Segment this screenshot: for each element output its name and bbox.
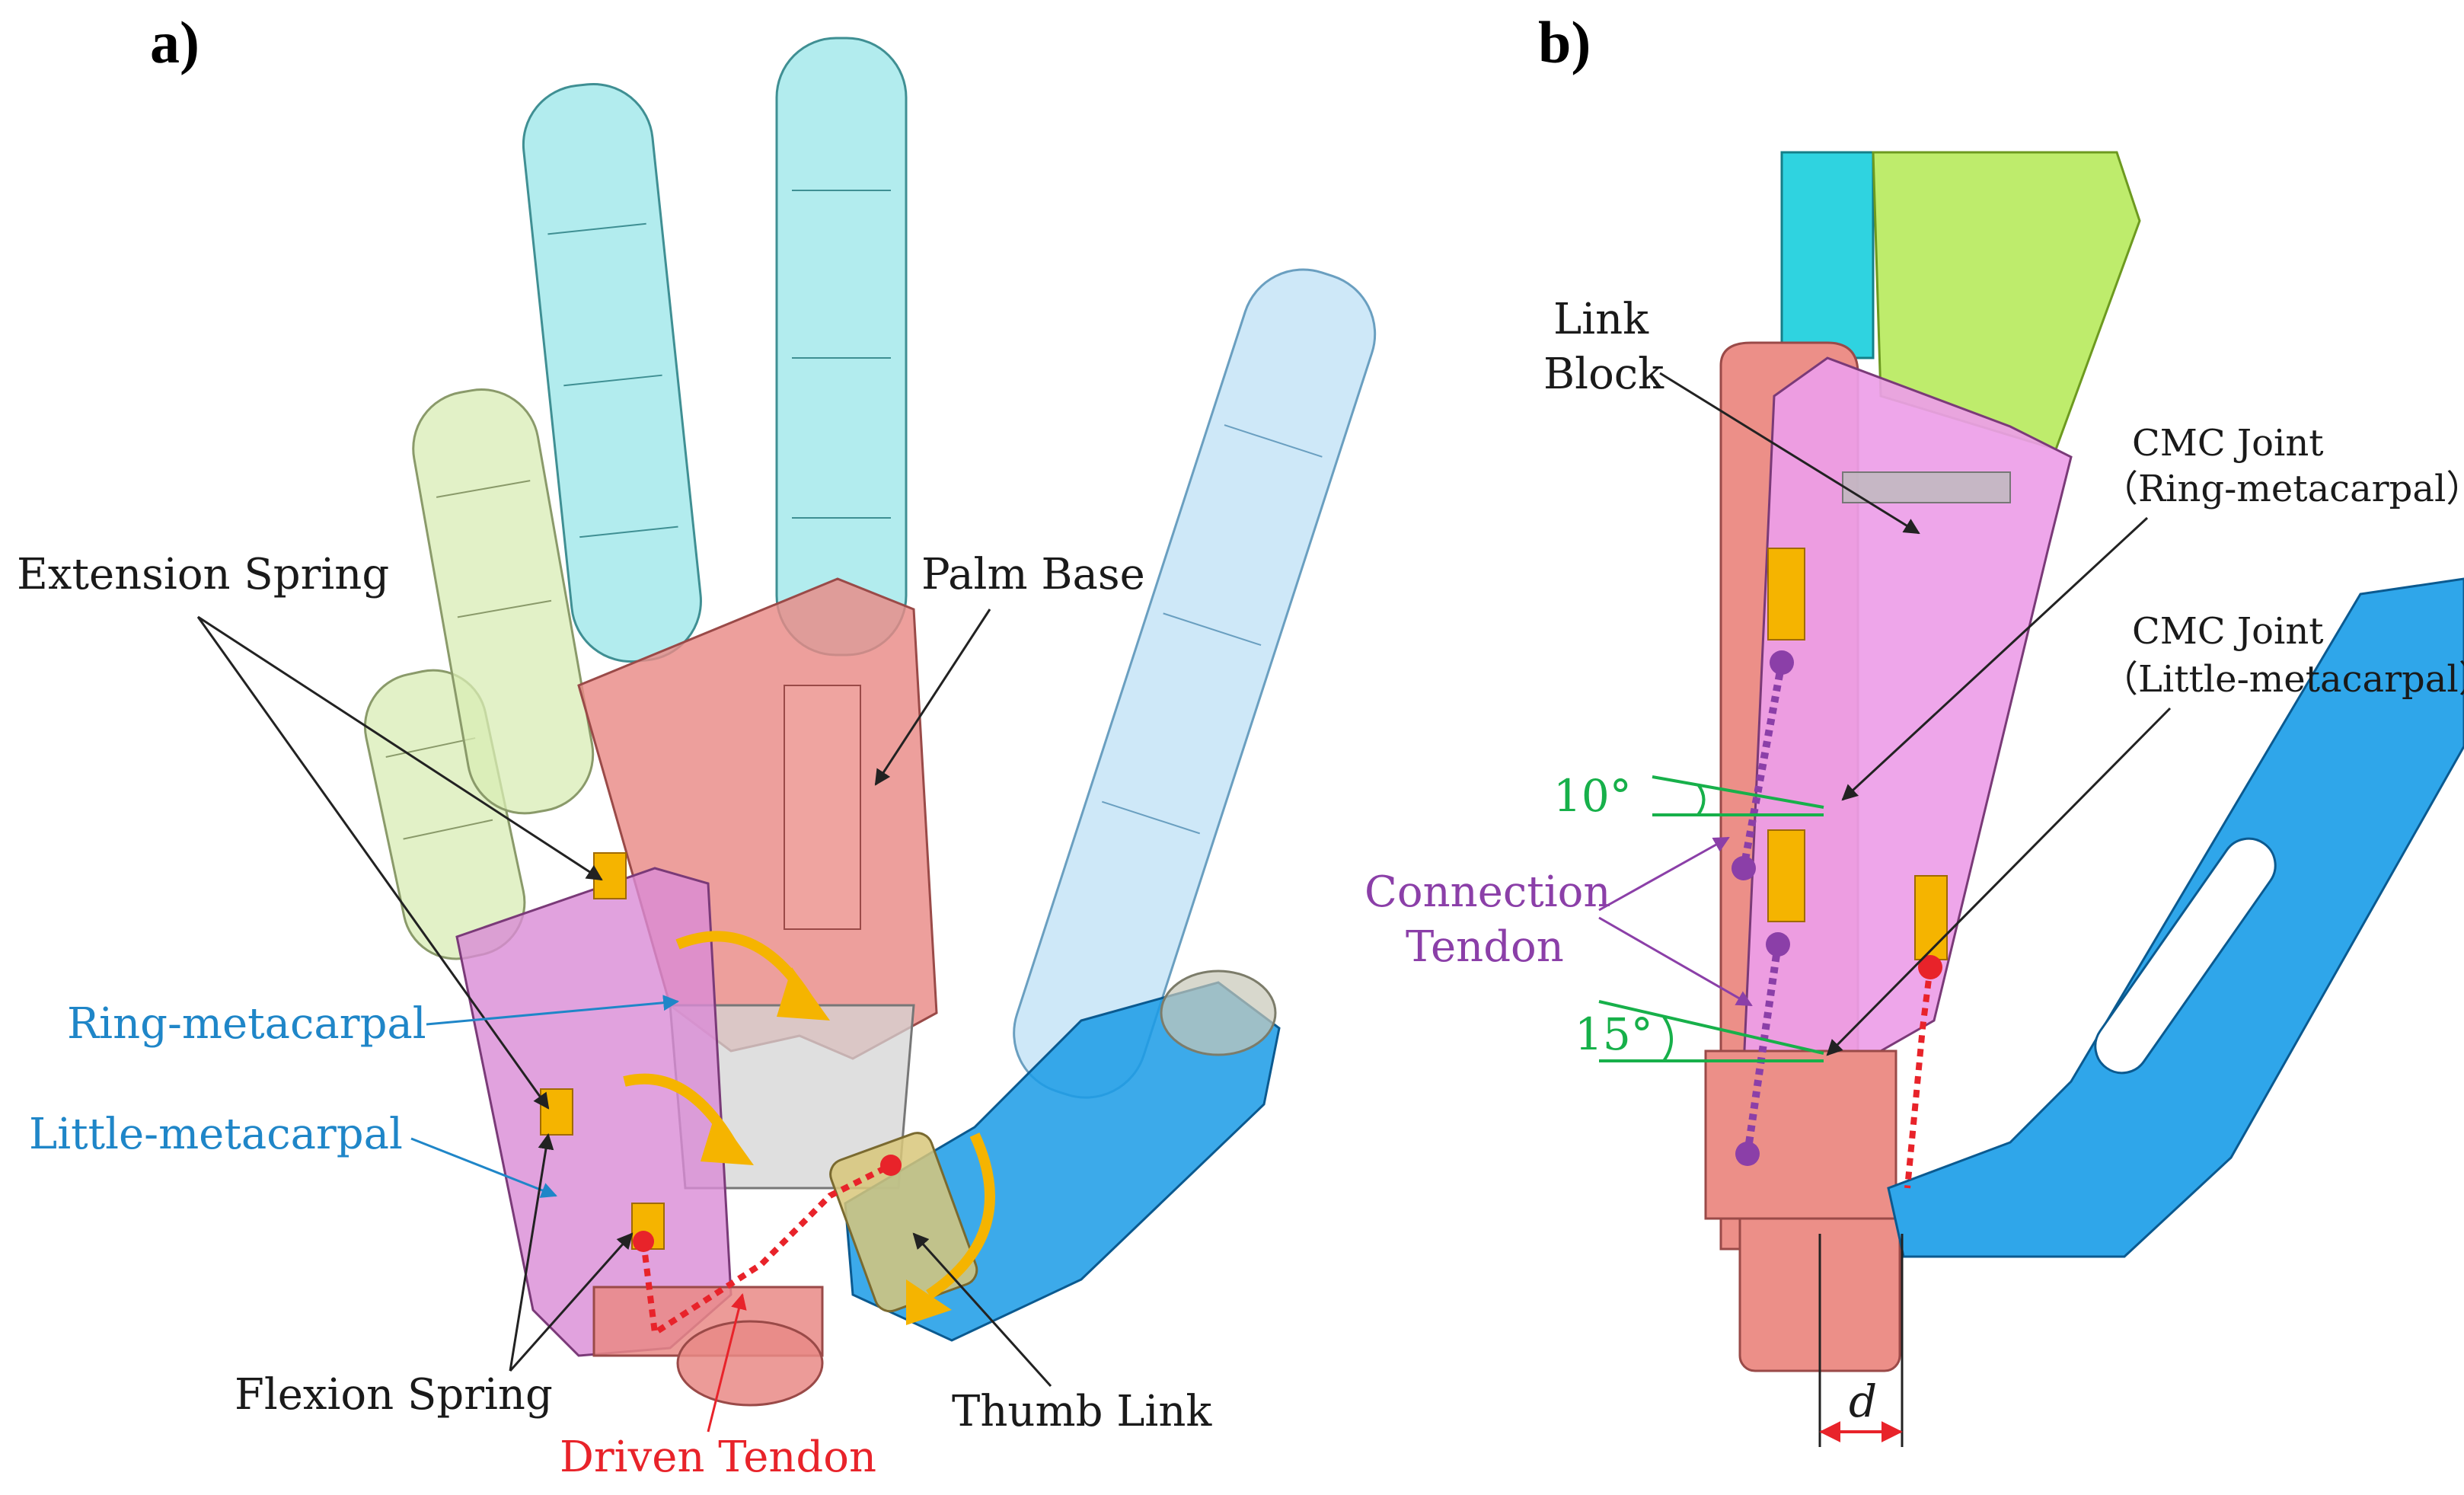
connection-tendon-arrow-1 (1598, 836, 1730, 912)
cmc-little-arrow (1826, 707, 2172, 1056)
extension-spring-lower (540, 1088, 573, 1136)
extension-spring-arrow-1 (197, 615, 603, 881)
rotation-arrowheads (701, 967, 952, 1325)
angle-10-lines (1652, 775, 1824, 816)
connection-tendon-label-1: Connection (1364, 867, 1610, 917)
panel-a-label: a) (150, 9, 199, 75)
ring-metacarpal-arrow (426, 995, 680, 1026)
angle-15-lines (1598, 1000, 1824, 1062)
tendon-node-2 (1732, 856, 1756, 880)
ring-metacarpal-label: Ring-metacarpal (67, 999, 426, 1049)
cmc-ring-label-2: （Ring-metacarpal） (2102, 468, 2464, 510)
palm-lower-b (1704, 1049, 1897, 1220)
little-metacarpal-label: Little-metacarpal (29, 1110, 403, 1159)
tendon-anchor-left (633, 1231, 654, 1252)
flexion-spring-label: Flexion Spring (235, 1370, 553, 1420)
cmc-little-label-1: CMC Joint (2132, 610, 2324, 653)
thumb-b (1887, 577, 2464, 1258)
tendon-node-3 (1766, 932, 1790, 957)
connection-tendon-arrow-2 (1598, 916, 1753, 1007)
connection-tendon-lower (1744, 944, 1782, 1155)
spring-b-3 (1914, 875, 1948, 960)
link-block-label-2: Block (1543, 350, 1664, 399)
extension-spring-arrow-2 (196, 616, 550, 1110)
cmc-ring-label-1: CMC Joint (2132, 422, 2324, 465)
cyan-finger-b (1780, 151, 1875, 359)
extension-spring-label: Extension Spring (17, 550, 389, 599)
palm-cylinder (676, 1320, 824, 1407)
tendon-node-4 (1735, 1142, 1760, 1166)
tendon-anchor-right (880, 1155, 902, 1176)
connection-tendon-label-2: Tendon (1406, 922, 1564, 972)
cmc-little-label-2: （Little-metacarpal） (2102, 658, 2464, 701)
driven-tendon-arrow (707, 1292, 747, 1433)
driven-tendon-node-b (1918, 955, 1942, 979)
connection-tendon-upper (1740, 662, 1786, 869)
extension-spring-upper (593, 852, 627, 899)
tendon-node-1 (1770, 650, 1794, 675)
angle-10-label: 10° (1553, 770, 1632, 822)
panel-b-illustration (1598, 151, 2464, 1447)
driven-tendon-path (640, 1162, 892, 1338)
link-block-arrow (1659, 372, 1920, 535)
panel-a-illustration (363, 37, 1377, 1407)
link-pin-b (1842, 471, 2011, 503)
thumb-link-arrow (912, 1232, 1052, 1388)
spring-b-2 (1767, 829, 1805, 922)
dim-d-label: d (1849, 1375, 1877, 1427)
driven-tendon-b (1904, 966, 1933, 1189)
thumb-slot-b (2094, 837, 2277, 1075)
spring-b-1 (1767, 548, 1805, 640)
little-metacarpal-arrow (410, 1137, 557, 1198)
panel-b-label: b) (1538, 9, 1591, 75)
palm-base-label: Palm Base (921, 550, 1145, 599)
palm-base-arrow (874, 609, 991, 786)
flexion-spring-arrow-2 (509, 1132, 554, 1372)
green-finger-b (1872, 151, 2141, 451)
link-block-label-1: Link (1553, 295, 1649, 344)
ring-finger (412, 388, 595, 815)
flexion-spring-arrow-1 (509, 1232, 634, 1372)
driven-tendon-label: Driven Tendon (560, 1433, 876, 1482)
thumb-link-label: Thumb Link (952, 1387, 1212, 1436)
cmc-ring-arrow (1841, 516, 2149, 801)
angle-15-label: 15° (1575, 1008, 1653, 1060)
index-finger (775, 37, 908, 656)
